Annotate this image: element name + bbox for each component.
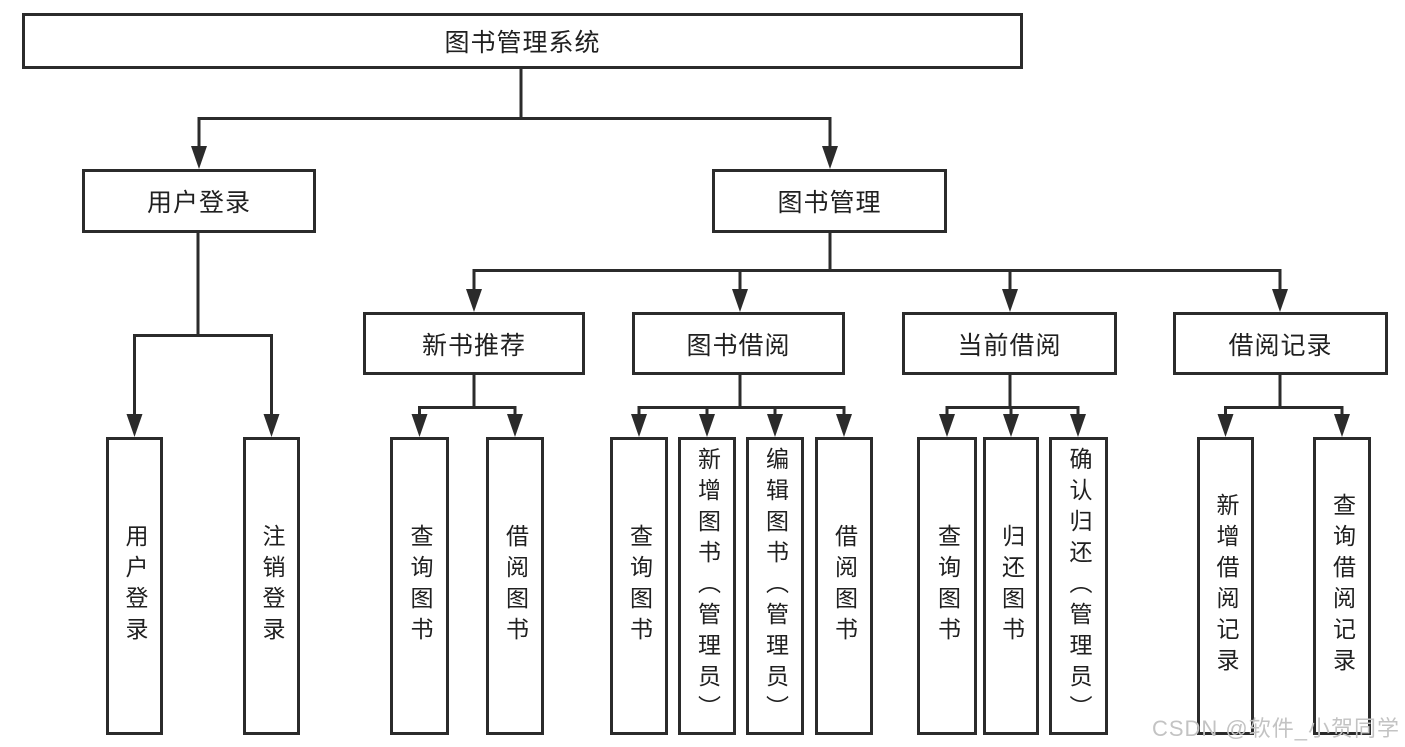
- leaf-query-books-recommend-label: 查询图书: [407, 524, 433, 648]
- leaf-query-borrow-record-label: 查询借阅记录: [1329, 493, 1356, 679]
- node-book-management: 图书管理: [712, 169, 947, 233]
- arrowheads-level2: [191, 146, 838, 169]
- node-new-book-recommend: 新书推荐: [363, 312, 585, 375]
- node-current-borrow-label: 当前借阅: [957, 331, 1062, 360]
- leaf-borrow-books-recommend-label: 借阅图书: [502, 524, 529, 648]
- connector-book-management-to-level3: [472, 231, 1282, 291]
- arrowheads-level3: [466, 289, 1288, 312]
- leaf-return-books: 归还图书: [983, 437, 1039, 735]
- leaf-user-login-label: 用户登录: [122, 524, 148, 648]
- connector-new-book-group: [418, 373, 517, 416]
- leaf-add-borrow-record: 新增借阅记录: [1197, 437, 1254, 735]
- leaf-return-books-label: 归还图书: [998, 524, 1025, 648]
- connector-root-to-level2: [197, 67, 832, 148]
- leaf-borrow-books: 借阅图书: [815, 437, 873, 735]
- leaf-add-borrow-record-label: 新增借阅记录: [1213, 493, 1239, 679]
- leaf-query-books-borrow: 查询图书: [610, 437, 668, 735]
- leaf-add-book-admin: 新增图书（管理员）: [678, 437, 736, 735]
- node-user-login: 用户登录: [82, 169, 316, 233]
- node-book-borrow: 图书借阅: [632, 312, 845, 375]
- connector-book-borrow-group: [637, 373, 846, 416]
- connector-current-borrow-group: [945, 373, 1080, 416]
- node-book-borrow-label: 图书借阅: [686, 331, 791, 360]
- leaf-add-book-admin-label: 新增图书（管理员）: [694, 446, 721, 726]
- leaf-confirm-return-admin-label: 确认归还（管理员）: [1066, 446, 1092, 726]
- arrowheads-leaf-level: [126, 414, 1350, 437]
- node-book-management-label: 图书管理: [777, 189, 882, 217]
- csdn-watermark: CSDN @软件_小贺同学: [1151, 716, 1400, 741]
- leaf-query-books-current: 查询图书: [917, 437, 977, 735]
- node-borrow-records-label: 借阅记录: [1228, 331, 1333, 360]
- node-root: 图书管理系统: [22, 13, 1023, 69]
- leaf-query-borrow-record: 查询借阅记录: [1313, 437, 1371, 735]
- leaf-logout: 注销登录: [243, 437, 300, 735]
- node-borrow-records: 借阅记录: [1173, 312, 1388, 375]
- connector-borrow-record-group: [1224, 373, 1344, 416]
- leaf-confirm-return-admin: 确认归还（管理员）: [1049, 437, 1108, 735]
- leaf-user-login: 用户登录: [106, 437, 163, 735]
- leaf-borrow-books-label: 借阅图书: [831, 524, 858, 648]
- leaf-query-books-borrow-label: 查询图书: [626, 524, 653, 648]
- leaf-logout-label: 注销登录: [259, 524, 285, 648]
- node-new-book-recommend-label: 新书推荐: [421, 331, 526, 360]
- connector-user-login-group: [133, 231, 273, 416]
- node-current-borrow: 当前借阅: [902, 312, 1117, 375]
- leaf-query-books-current-label: 查询图书: [934, 524, 961, 648]
- leaf-edit-book-admin-label: 编辑图书（管理员）: [762, 446, 789, 726]
- leaf-borrow-books-recommend: 借阅图书: [486, 437, 544, 735]
- leaf-query-books-recommend: 查询图书: [390, 437, 449, 735]
- node-user-login-label: 用户登录: [146, 189, 251, 217]
- node-root-label: 图书管理系统: [444, 29, 601, 57]
- leaf-edit-book-admin: 编辑图书（管理员）: [746, 437, 804, 735]
